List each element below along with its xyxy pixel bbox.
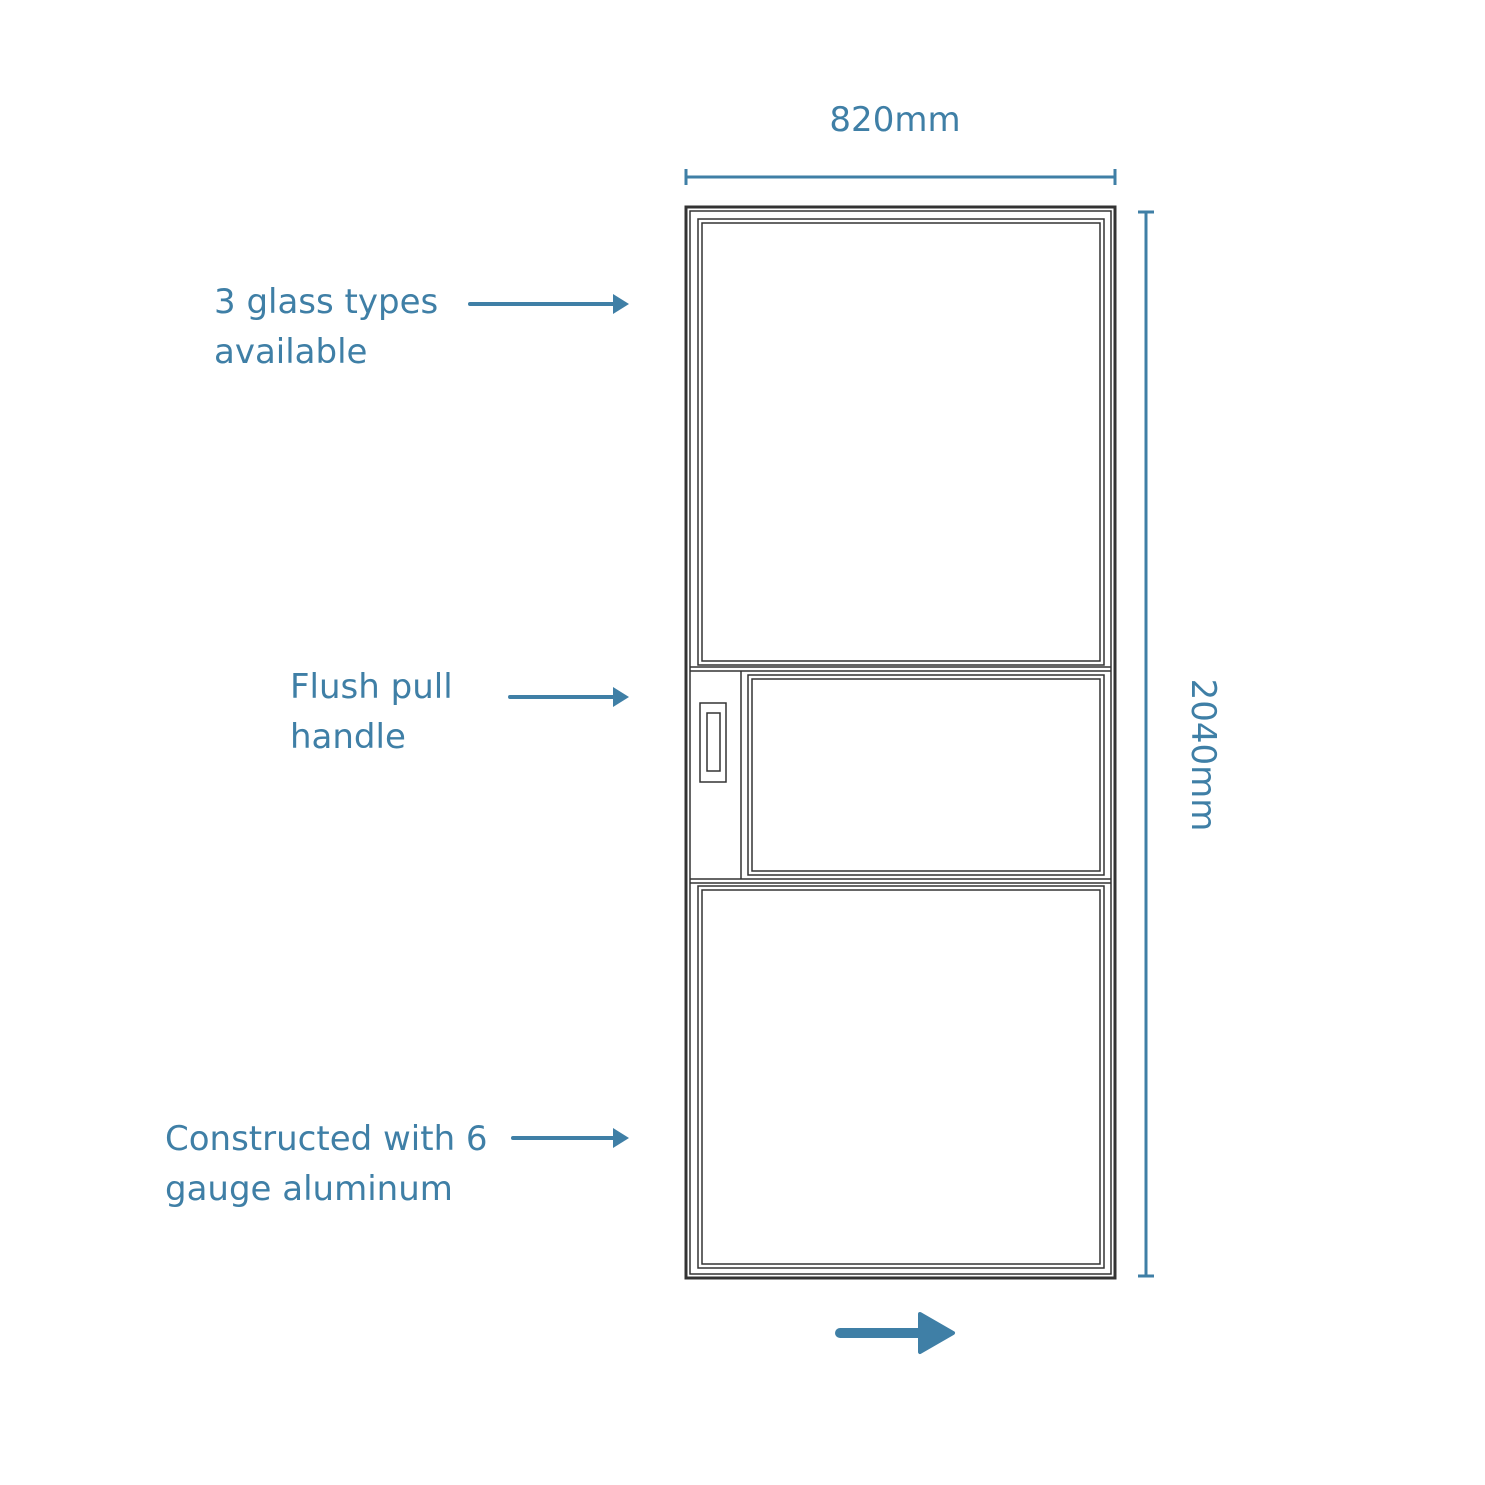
callout-arrow-glass-icon — [468, 294, 629, 314]
callout-glass-line2: available — [214, 332, 368, 372]
callout-glass-line1: 3 glass types — [214, 282, 439, 322]
glass-panel-bottom — [697, 885, 1105, 1269]
width-dimension-label: 820mm — [829, 100, 961, 140]
height-dimension-line — [1138, 210, 1154, 1278]
glass-panel-top — [697, 218, 1105, 666]
callout-handle-line1: Flush pull — [290, 667, 453, 707]
callout-arrow-handle-icon — [508, 687, 629, 707]
callout-handle-label: Flush pull handle — [290, 662, 453, 762]
callout-arrow-aluminum-icon — [511, 1128, 629, 1148]
callout-aluminum-line2: gauge aluminum — [165, 1169, 453, 1209]
callout-handle-line2: handle — [290, 717, 406, 757]
height-dimension-label: 2040mm — [1183, 678, 1223, 832]
width-dimension-line — [684, 169, 1117, 185]
glass-panel-middle — [747, 674, 1105, 876]
callout-glass-label: 3 glass types available — [214, 277, 438, 377]
slide-direction-arrow-icon — [835, 1312, 955, 1354]
callout-aluminum-line1: Constructed with 6 — [165, 1119, 488, 1159]
flush-pull-handle — [699, 702, 727, 783]
door-frame — [684, 205, 1117, 1280]
callout-aluminum-label: Constructed with 6 gauge aluminum — [165, 1114, 488, 1214]
